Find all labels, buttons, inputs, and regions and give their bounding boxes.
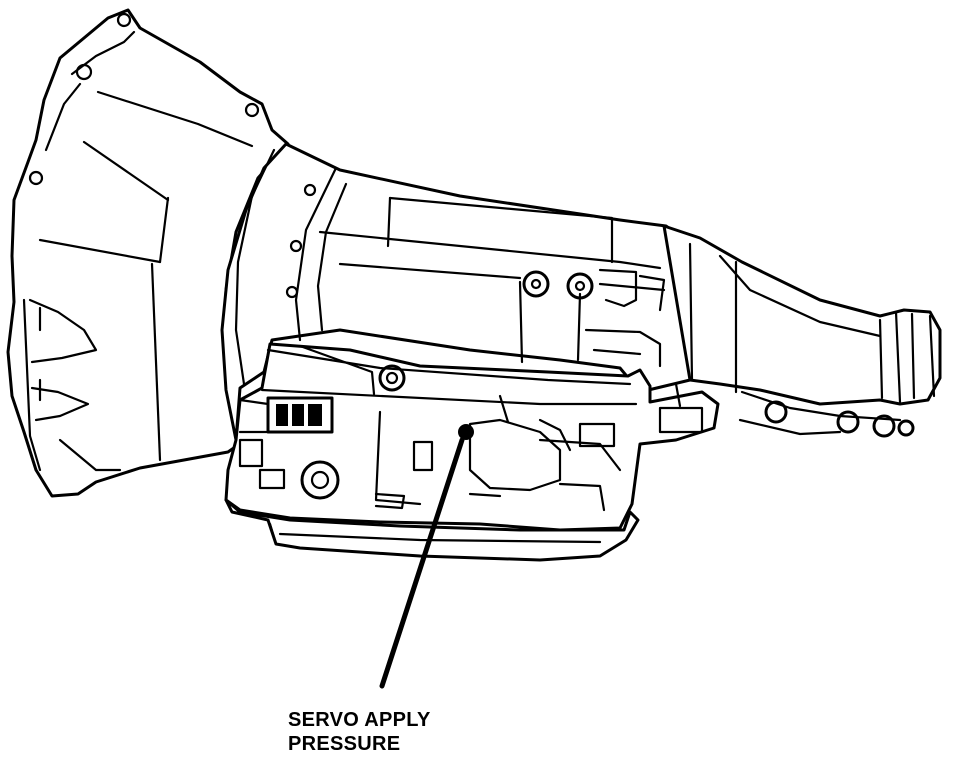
transmission-case [220,142,692,442]
callout-line-1: SERVO APPLY [288,709,431,731]
callout-leader-line [379,437,465,689]
callout-line-2: PRESSURE [288,733,401,755]
servo-apply-pressure-label: SERVO APPLY PRESSURE [288,708,431,756]
bell-housing [6,8,290,498]
extension-housing [662,224,942,438]
valve-body [224,342,720,532]
